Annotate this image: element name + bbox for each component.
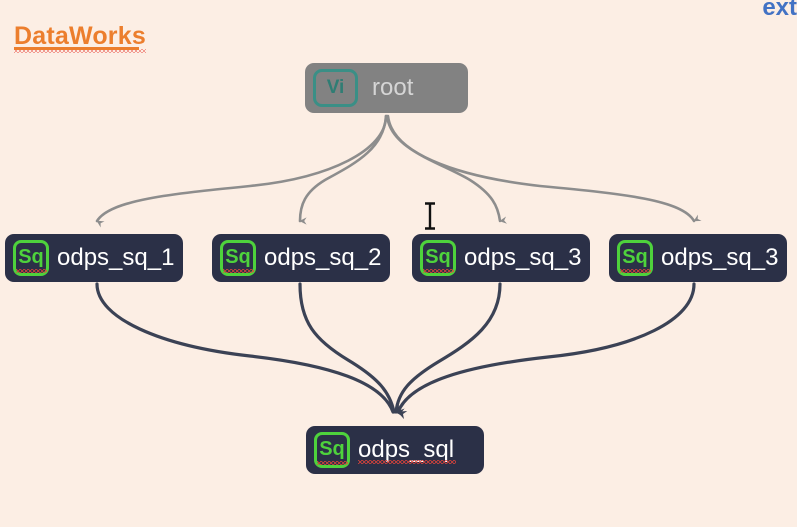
edges-children-to-sink [95, 282, 696, 420]
sq-badge-icon: Sq [13, 240, 49, 276]
sq-badge-icon: Sq [617, 240, 653, 276]
node-odps-sql[interactable]: Sq odps_sql [306, 426, 484, 474]
sq-badge-label: Sq [423, 246, 454, 273]
vi-badge-icon: Vi [313, 69, 358, 107]
sq-badge-icon: Sq [420, 240, 456, 276]
vi-badge-label: Vi [326, 76, 345, 98]
node-root[interactable]: Vi root [305, 63, 468, 113]
edge-odps_sq_3_a-to-odps_sql [394, 282, 502, 418]
sq-badge-icon: Sq [220, 240, 256, 276]
sq-badge-icon: Sq [314, 432, 350, 468]
page-title-text: DataWorks [14, 22, 146, 53]
page-title: DataWorks [14, 22, 146, 51]
edge-odps_sq_1-to-odps_sql [95, 282, 403, 414]
edge-odps_sq_3_b-to-odps_sql [396, 282, 696, 420]
edges-root-to-children [95, 114, 702, 228]
node-odps-sq-1[interactable]: Sq odps_sq_1 [5, 234, 183, 282]
sq-badge-label: Sq [16, 246, 47, 273]
sq-badge-label: Sq [223, 246, 254, 273]
edge-root-to-odps_sq_3_b [386, 114, 702, 223]
node-label-odps-sq-3-a: odps_sq_3 [464, 244, 582, 271]
edge-root-to-odps_sq_1 [95, 114, 388, 228]
node-label-root: root [372, 74, 414, 101]
node-odps-sq-3-a[interactable]: Sq odps_sq_3 [412, 234, 590, 282]
node-odps-sq-2[interactable]: Sq odps_sq_2 [212, 234, 390, 282]
node-label-odps-sq-1: odps_sq_1 [57, 244, 175, 271]
edge-root-to-odps_sq_3_a [385, 114, 508, 224]
page-title-underline [14, 47, 139, 50]
top-right-partial-label: ext [762, 0, 797, 21]
node-label-odps-sq-2: odps_sq_2 [264, 244, 382, 271]
node-odps-sq-3-b[interactable]: Sq odps_sq_3 [609, 234, 787, 282]
sq-badge-label: Sq [620, 246, 651, 273]
node-label-odps-sql: odps_sql [358, 436, 457, 464]
node-label-odps-sq-3-b: odps_sq_3 [661, 244, 779, 271]
text-caret-cursor [425, 202, 435, 230]
edge-odps_sq_2-to-odps_sql [298, 282, 403, 415]
sq-badge-label: Sq [317, 438, 348, 465]
edge-root-to-odps_sq_2 [298, 114, 388, 225]
